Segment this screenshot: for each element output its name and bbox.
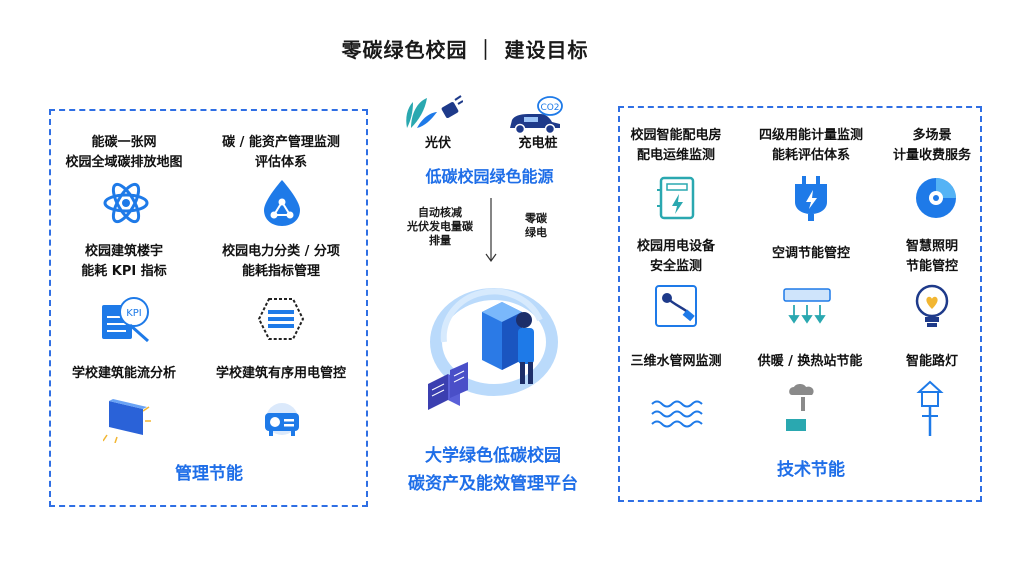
- atom-icon: [103, 182, 149, 224]
- pv-label: 光伏: [424, 136, 451, 151]
- ev-car-icon: CO2: [510, 96, 563, 135]
- socket-plug-icon: [655, 285, 697, 327]
- right-item-label-1: 校园智能配电房 配电运维监测: [630, 128, 722, 163]
- street-lamp-icon: [916, 380, 944, 436]
- kpi-document-icon: KPI: [102, 297, 149, 343]
- hexagon-list-icon: [257, 298, 305, 340]
- right-item-label-8: 供暖 / 换热站节能: [757, 354, 863, 369]
- left-item-label-3: 校园建筑楼宇 能耗 KPI 指标: [81, 244, 167, 279]
- air-conditioner-icon: [783, 288, 831, 324]
- plug-icon: [795, 176, 827, 221]
- platform-title-line1: 大学绿色低碳校园: [425, 446, 561, 466]
- page-title: 零碳绿色校园 ｜ 建设目标: [341, 38, 589, 62]
- water-waves-icon: [651, 400, 703, 428]
- building-panel-icon: [103, 399, 151, 443]
- right-item-label-9: 智能路灯: [905, 354, 958, 369]
- energy-title: 低碳校园绿色能源: [425, 167, 554, 186]
- right-item-label-2: 四级用能计量监测 能耗评估体系: [758, 128, 863, 163]
- projector-icon: [265, 403, 299, 436]
- heating-icon: [786, 384, 814, 431]
- technology-panel: [618, 106, 982, 502]
- svg-text:KPI: KPI: [126, 308, 142, 319]
- down-arrow-icon: [485, 198, 497, 263]
- left-item-label-1: 能碳一张网 校园全域碳排放地图: [65, 135, 183, 170]
- left-item-label-5: 学校建筑能流分析: [71, 366, 176, 381]
- disc-icon: [916, 178, 956, 218]
- left-item-label-6: 学校建筑有序用电管控: [215, 366, 346, 381]
- right-item-label-7: 三维水管网监测: [630, 354, 722, 369]
- management-panel-title: 管理节能: [175, 464, 243, 484]
- left-item-label-2: 碳 / 能资产管理监测 评估体系: [222, 135, 340, 170]
- right-item-label-3: 多场景 计量收费服务: [892, 128, 971, 163]
- left-item-label-4: 校园电力分类 / 分项 能耗指标管理: [222, 244, 340, 279]
- charging-label: 充电桩: [518, 136, 558, 151]
- water-drop-icon: [264, 180, 300, 226]
- solar-plug-icon: [406, 95, 463, 128]
- carbon-offset-note: 自动核减 光伏发电量碳 排量: [407, 206, 473, 247]
- technology-panel-title: 技术节能: [777, 460, 845, 480]
- co2-text: CO2: [540, 103, 559, 113]
- platform-isometric-illustration: [428, 288, 558, 410]
- right-item-label-5: 空调节能管控: [771, 246, 850, 261]
- distribution-cabinet-icon: [657, 176, 695, 220]
- right-item-label-4: 校园用电设备 安全监测: [636, 239, 715, 274]
- right-item-label-6: 智慧照明 节能管控: [905, 239, 958, 274]
- light-bulb-icon: [915, 284, 949, 327]
- management-panel: [49, 109, 368, 507]
- platform-title-line2: 碳资产及能效管理平台: [408, 474, 578, 494]
- green-power-note: 零碳 绿电: [525, 212, 547, 239]
